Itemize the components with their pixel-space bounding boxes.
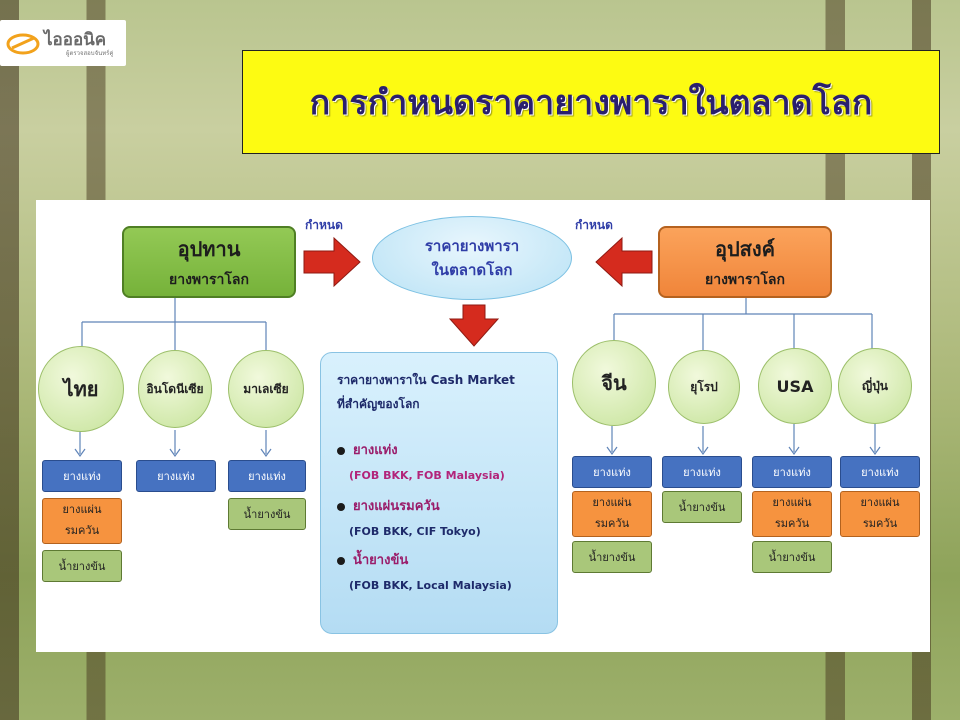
- consumer-name: ยุโรป: [690, 379, 718, 394]
- product-label: ยางแท่ง: [572, 456, 652, 488]
- product-label: ยางแท่ง: [840, 456, 920, 488]
- product-label: น้ำยางข้น: [662, 491, 742, 523]
- supply-subtitle: ยางพาราโลก: [169, 272, 249, 288]
- left-arrow-icon: [595, 236, 653, 288]
- consumer-europe: ยุโรป: [668, 350, 740, 424]
- consumer-china: จีน: [572, 340, 656, 426]
- product-label: น้ำยางข้น: [752, 541, 832, 573]
- producer-name: มาเลเซีย: [243, 381, 289, 396]
- producer-malaysia: มาเลเซีย: [228, 350, 304, 428]
- logo-mark-icon: [6, 33, 40, 55]
- product-label: ยางแท่ง: [662, 456, 742, 488]
- cash-market-box: ราคายางพาราใน Cash Market ที่สำคัญของโลก…: [320, 352, 558, 634]
- market-item-name: ยางแผ่นรมควัน: [337, 495, 440, 516]
- market-heading-1: ราคายางพาราใน Cash Market: [337, 373, 515, 387]
- product-label: ยางแผ่น รมควัน: [572, 491, 652, 537]
- product-label: ยางแท่ง: [752, 456, 832, 488]
- bullet-icon: [337, 446, 345, 455]
- supply-box: อุปทาน ยางพาราโลก: [122, 226, 296, 298]
- product-label: ยางแท่ง: [42, 460, 122, 492]
- product-label: ยางแผ่น รมควัน: [752, 491, 832, 537]
- consumer-name: ญี่ปุ่น: [861, 378, 889, 393]
- demand-subtitle: ยางพาราโลก: [705, 272, 785, 288]
- demand-box: อุปสงค์ ยางพาราโลก: [658, 226, 832, 298]
- producer-thailand: ไทย: [38, 346, 124, 432]
- market-item-markets: (FOB BKK, Local Malaysia): [349, 579, 512, 592]
- demand-title: อุปสงค์: [714, 237, 776, 261]
- logo: ไอออนิค ผู้ตรวจสอบจันทร์คู่: [0, 20, 126, 66]
- title-banner: การกำหนดราคายางพาราในตลาดโลก: [242, 50, 940, 154]
- right-arrow-icon: [303, 236, 361, 288]
- product-label: น้ำยางข้น: [572, 541, 652, 573]
- world-price-node: ราคายางพารา ในตลาดโลก: [372, 216, 572, 300]
- arrow-label-left: กำหนด: [305, 218, 343, 232]
- product-label: ยางแผ่น รมควัน: [42, 498, 122, 544]
- arrow-label-right: กำหนด: [575, 218, 613, 232]
- consumer-usa: USA: [758, 348, 832, 424]
- producer-name: ไทย: [63, 377, 99, 401]
- bullet-icon: [337, 502, 345, 511]
- market-item-name: ยางแท่ง: [337, 439, 398, 460]
- producer-name: อินโดนีเซีย: [146, 381, 204, 396]
- world-price-line2: ในตลาดโลก: [431, 261, 513, 279]
- world-price-line1: ราคายางพารา: [424, 237, 520, 255]
- consumer-japan: ญี่ปุ่น: [838, 348, 912, 424]
- market-item-markets: (FOB BKK, CIF Tokyo): [349, 525, 481, 538]
- down-arrow-icon: [448, 304, 500, 347]
- page-title: การกำหนดราคายางพาราในตลาดโลก: [309, 83, 873, 123]
- producer-indonesia: อินโดนีเซีย: [138, 350, 212, 428]
- consumer-name: จีน: [601, 371, 627, 395]
- product-label: ยางแท่ง: [228, 460, 306, 492]
- market-item-markets: (FOB BKK, FOB Malaysia): [349, 469, 505, 482]
- logo-tagline: ผู้ตรวจสอบจันทร์คู่: [66, 50, 114, 57]
- consumer-name: USA: [776, 376, 814, 396]
- supply-title: อุปทาน: [177, 237, 241, 261]
- logo-name: ไอออนิค: [44, 30, 107, 50]
- market-item-name: น้ำยางข้น: [337, 549, 408, 570]
- product-label: น้ำยางข้น: [228, 498, 306, 530]
- product-label: ยางแท่ง: [136, 460, 216, 492]
- bullet-icon: [337, 556, 345, 565]
- product-label: น้ำยางข้น: [42, 550, 122, 582]
- product-label: ยางแผ่น รมควัน: [840, 491, 920, 537]
- market-heading-2: ที่สำคัญของโลก: [337, 397, 420, 411]
